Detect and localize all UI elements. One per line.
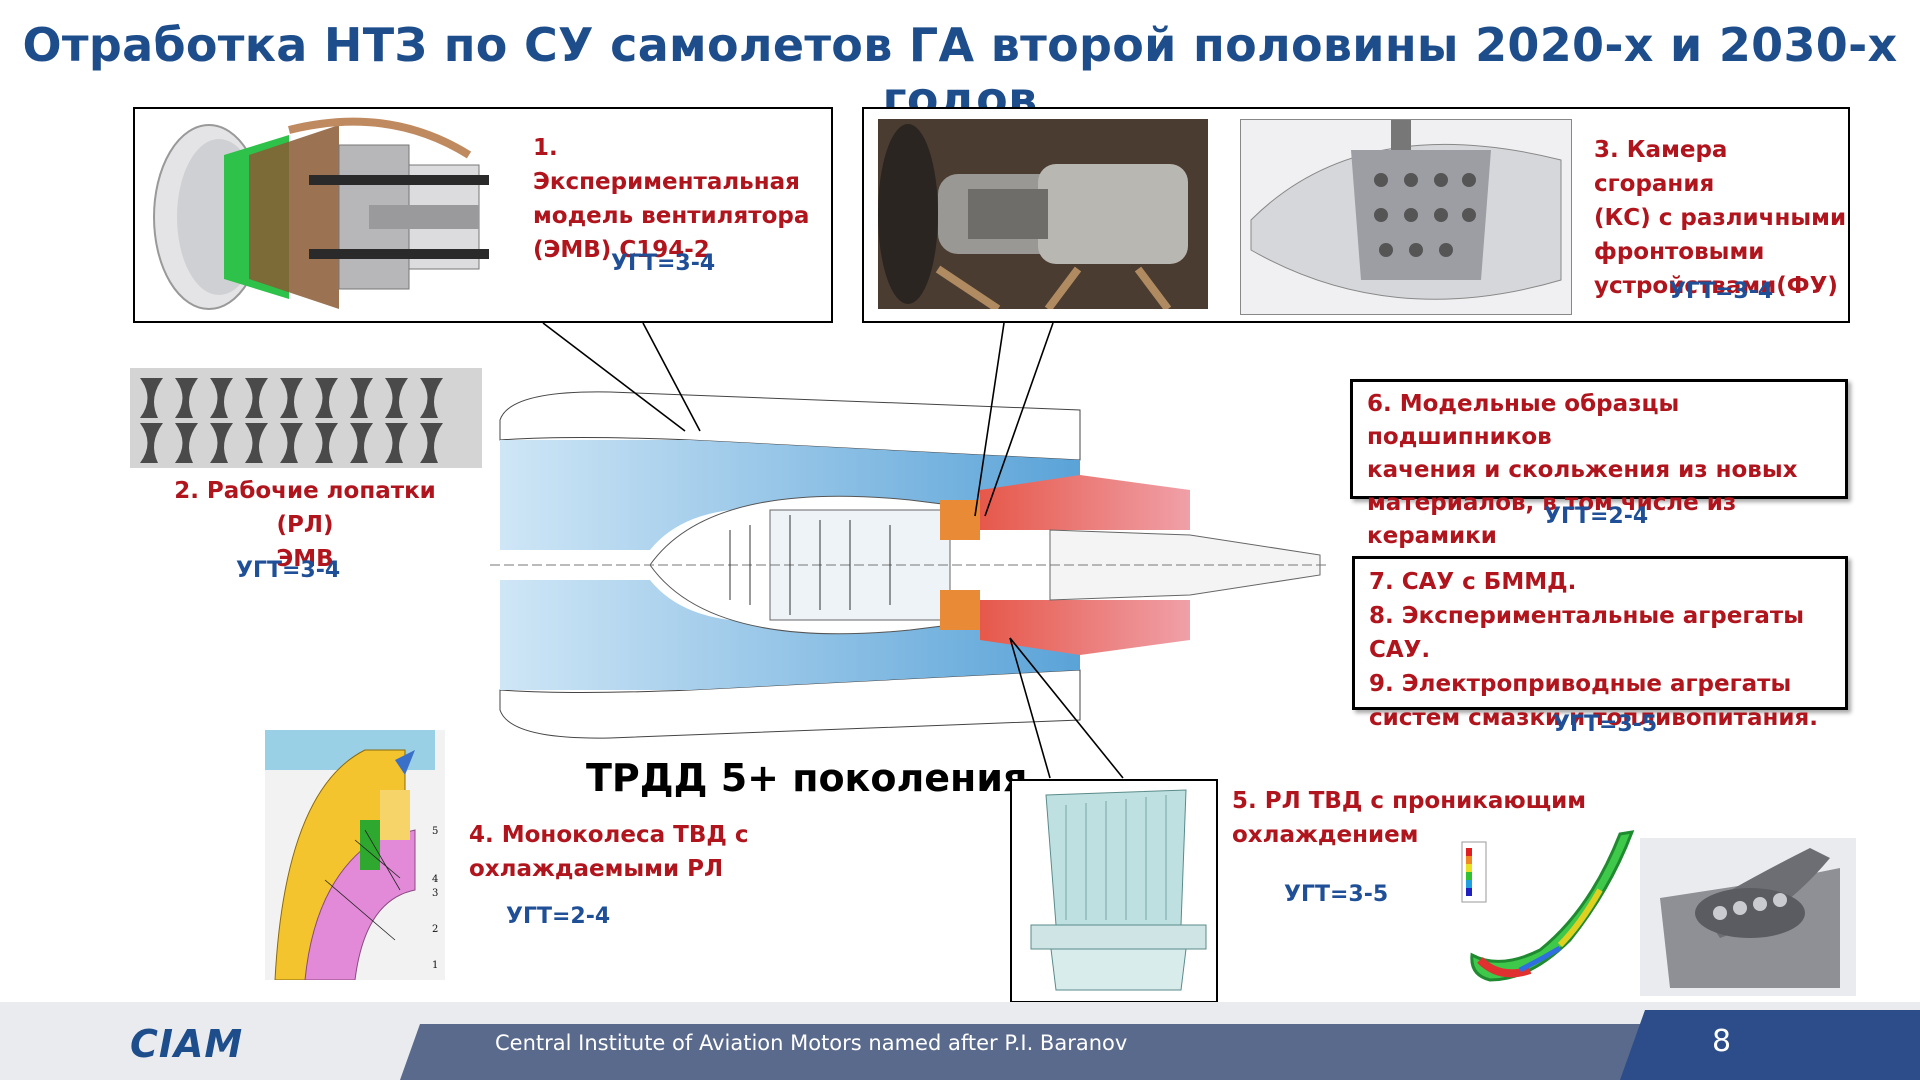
ciam-logo: CIAM — [130, 1022, 244, 1066]
thermal-field-image — [1460, 830, 1640, 1010]
monowheel-label-5: 5 — [432, 826, 438, 837]
control-system-box: 7. САУ с БММД. 8. Экспериментальные агре… — [1352, 556, 1848, 731]
page-title: Отработка НТЗ по СУ самолетов ГА второй … — [22, 18, 1898, 126]
combustor-text: 3. Камера сгорания (КС) с различными фро… — [1594, 137, 1847, 299]
monowheel-label-1: 1 — [432, 960, 438, 971]
combustor-cad-image — [1240, 119, 1572, 315]
footer-organization: Central Institute of Aviation Motors nam… — [495, 1031, 1128, 1055]
footer-shapes — [400, 1010, 1920, 1080]
blades-photo — [130, 368, 482, 468]
fan-model-image — [139, 115, 499, 319]
hpt-blade-box — [1010, 779, 1218, 1003]
blades-text: 2. Рабочие лопатки (РЛ) ЭМВ — [174, 478, 436, 572]
bearings-ugt: УГТ=2-4 — [1544, 504, 1649, 529]
combustor-box: 3. Камера сгорания (КС) с различными фро… — [862, 107, 1850, 323]
hpt-blade-image — [1016, 785, 1212, 997]
engine-generation-label: ТРДД 5+ поколения — [586, 756, 1028, 800]
monowheel-ugt: УГТ=2-4 — [506, 904, 611, 929]
blades-ugt: УГТ=3-4 — [236, 558, 341, 583]
monowheel-label-2: 2 — [432, 924, 438, 935]
combustor-ugt: УГТ=3-4 — [1669, 279, 1774, 304]
control-system-text: 7. САУ с БММД. 8. Экспериментальные агре… — [1369, 569, 1819, 731]
hpt-blade-text: 5. РЛ ТВД с проникающим охлаждением — [1232, 788, 1587, 848]
fan-model-text: 1. Экспериментальная модель вентилятора … — [533, 135, 810, 263]
fan-model-box: 1. Экспериментальная модель вентилятора … — [133, 107, 833, 323]
control-system-ugt: УГТ=3-5 — [1553, 712, 1658, 737]
engine-cross-section — [490, 380, 1330, 750]
blade-section-photo — [1640, 838, 1856, 996]
hpt-blade-ugt: УГТ=3-5 — [1284, 882, 1389, 907]
combustor-photo — [878, 119, 1208, 309]
fan-model-ugt: УГТ=3-4 — [611, 251, 716, 276]
monowheel-label-3: 3 — [432, 888, 438, 899]
monowheel-text: 4. Моноколеса ТВД с охлаждаемыми РЛ — [469, 822, 749, 882]
monowheel-image: 5 4 3 2 1 — [265, 730, 445, 980]
monowheel-label-4: 4 — [432, 874, 438, 885]
bearings-text: 6. Модельные образцы подшипников качения… — [1367, 391, 1798, 549]
bearings-box: 6. Модельные образцы подшипников качения… — [1350, 379, 1848, 549]
page-number: 8 — [1712, 1024, 1732, 1059]
